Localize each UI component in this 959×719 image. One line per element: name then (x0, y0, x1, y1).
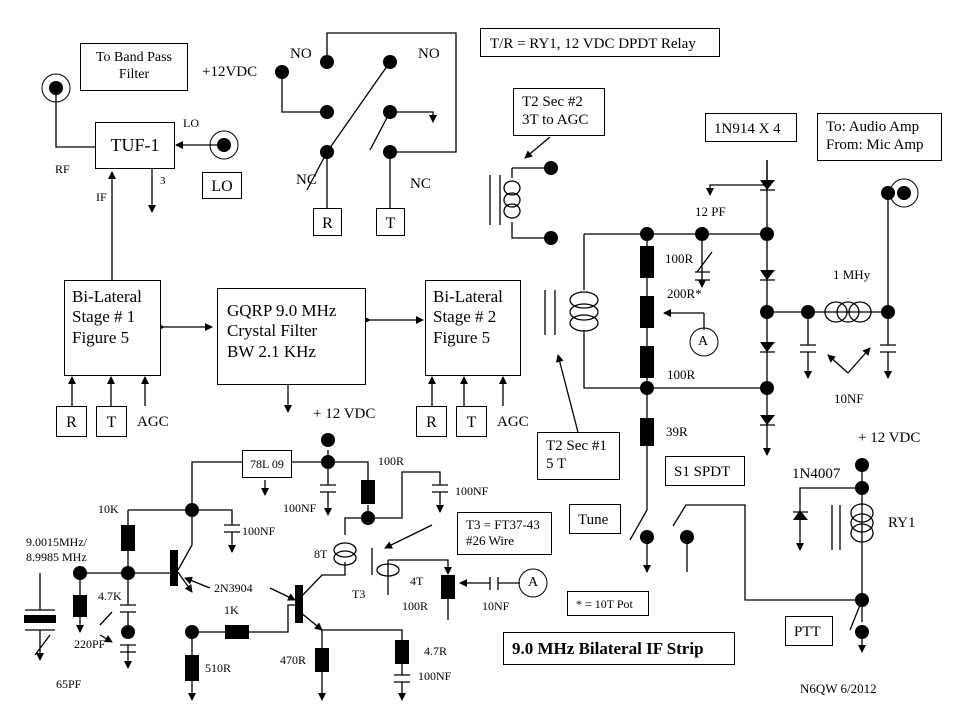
nf100-emitter-label: 100NF (418, 669, 452, 683)
bfo-freq-label-2: 8.9985 MHz (26, 550, 87, 564)
pf12-label: 12 PF (695, 204, 726, 219)
bridge-meter-label: A (698, 334, 709, 349)
r100-bottom-label: 100R (667, 367, 696, 382)
nf10-osc-label: 10NF (482, 599, 510, 613)
ry1-label: RY1 (888, 515, 916, 531)
osc-meter-label: A (528, 575, 539, 590)
r39-label: 39R (666, 424, 688, 439)
r470-label: 470R (280, 653, 307, 667)
nf100-reg-label: 100NF (283, 501, 317, 515)
lo-box: LO (202, 172, 242, 199)
relay-note: T/R = RY1, 12 VDC DPDT Relay (480, 28, 720, 57)
relay-t-box: T (376, 208, 405, 236)
relay-no-label-1: NO (290, 46, 312, 62)
bfo-freq-label-1: 9.0015MHz/ (26, 535, 87, 549)
r100-pot-label: 100R (402, 599, 429, 613)
if-label: IF (96, 190, 107, 204)
turns-4t-label: 4T (410, 574, 424, 588)
r100-top-label: 100R (665, 251, 694, 266)
stage2-t-box: T (456, 406, 487, 437)
nf100-osc-label: 100NF (455, 484, 489, 498)
rf-label: RF (55, 162, 70, 176)
filter-12v-label: + 12 VDC (313, 406, 376, 422)
relay-nc-label-1: NC (296, 172, 317, 188)
t3-label: T3 (352, 587, 366, 601)
relay-wire-gnd (390, 111, 437, 123)
relay-arm-3 (369, 111, 391, 151)
r10k-label: 10K (98, 502, 119, 516)
r4k7-label: 4.7K (98, 589, 122, 603)
relay-arm-2 (326, 61, 391, 153)
r100-osc-label: 100R (378, 454, 405, 468)
inductor-label: 1 MHy (833, 267, 871, 282)
stage2-agc-label: AGC (497, 414, 529, 430)
r1k-label: 1K (224, 603, 239, 617)
diode-1n4007-label: 1N4007 (792, 466, 841, 482)
mixer-block: TUF-1 (95, 122, 175, 169)
rf-wire (55, 88, 95, 148)
relay-r-box: R (313, 208, 342, 236)
relay-nc-label-2: NC (410, 176, 431, 192)
turns-8t-label: 8T (314, 547, 328, 561)
relay-no-label-2: NO (418, 46, 440, 62)
r510-label: 510R (205, 661, 232, 675)
ptt-box: PTT (785, 616, 833, 646)
diode-note: 1N914 X 4 (705, 113, 797, 142)
t3-note: T3 = FT37-43#26 Wire (457, 512, 552, 555)
pf220-label: 220PF (74, 637, 106, 651)
stage1-t-box: T (96, 406, 127, 437)
relay-12v-label: +12VDC (202, 64, 258, 80)
s1-spdt-box: S1 SPDT (665, 456, 745, 486)
r4r7-label: 4.7R (424, 644, 448, 658)
lo-label: LO (183, 116, 199, 130)
stage1-agc-label: AGC (137, 414, 169, 430)
title-box: 9.0 MHz Bilateral IF Strip (503, 632, 735, 665)
relay-arm-1 (306, 151, 328, 191)
nf100-bias-label: 100NF (242, 524, 276, 538)
pot-note: * = 10T Pot (567, 591, 649, 616)
pin3-label: 3 (160, 175, 166, 187)
regulator-block: 78L 09 (242, 450, 292, 478)
relay-wire-loop (326, 32, 457, 153)
nf10-label: 10NF (834, 391, 864, 406)
stage1-r-box: R (56, 406, 87, 437)
relay-wire-12v (281, 72, 327, 113)
stage2-r-box: R (416, 406, 447, 437)
transistor-label: 2N3904 (214, 581, 253, 595)
ry1-12v-label: + 12 VDC (858, 430, 921, 446)
tune-box: Tune (569, 504, 621, 534)
author-date: N6QW 6/2012 (800, 681, 877, 696)
r200-label: 200R* (667, 286, 702, 301)
pf65-label: 65PF (56, 677, 82, 691)
